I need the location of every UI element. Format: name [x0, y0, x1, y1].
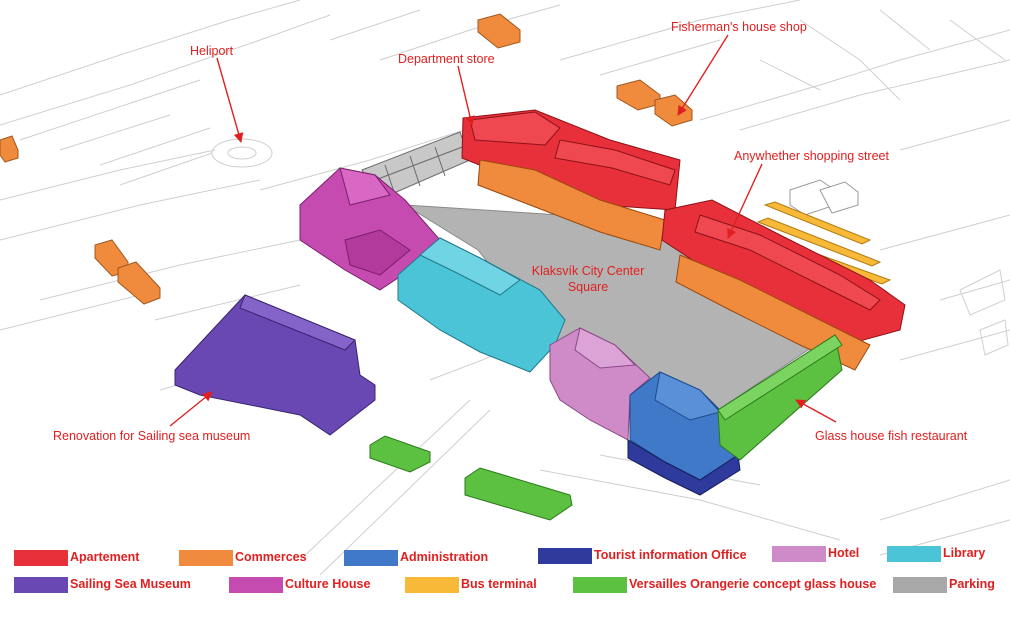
tourist-office	[627, 439, 741, 496]
context-linework	[0, 0, 1010, 576]
hotel	[549, 327, 651, 441]
legend-swatch	[573, 577, 627, 593]
legend-label: Parking	[949, 577, 995, 591]
commerces-east	[675, 254, 871, 371]
heliport-label: Heliport	[190, 44, 234, 58]
shopping-street-label: Anywhether shopping street	[734, 149, 889, 163]
city-center-square-label: Klaksvík City Center Square	[531, 264, 645, 294]
legend-swatch	[893, 577, 947, 593]
context-buildings	[789, 179, 859, 216]
sailing-museum-renovation-label: Renovation for Sailing sea museum	[53, 429, 251, 443]
legend-label: Apartement	[70, 550, 140, 564]
legend-label: Hotel	[828, 546, 860, 560]
small-commerce-buildings	[0, 13, 693, 305]
glass-house-restaurant	[717, 334, 843, 461]
legend-swatch	[344, 550, 398, 566]
legend-label: Bus terminal	[461, 577, 537, 591]
commerces-north	[477, 159, 666, 251]
glass-houses	[369, 435, 573, 521]
apartments-east	[661, 199, 906, 346]
legend-label: Culture House	[285, 577, 371, 591]
legend-swatch	[538, 548, 592, 564]
sailing-sea-museum	[174, 294, 376, 436]
legend-swatch	[887, 546, 941, 562]
leader-lines	[169, 34, 837, 427]
department-store-label: Department store	[398, 52, 495, 66]
legend-swatch	[229, 577, 283, 593]
library	[397, 237, 566, 373]
legend-label: Administration	[400, 550, 489, 564]
fishermans-shop-label: Fisherman's house shop	[671, 20, 807, 34]
legend-label: Versailles Orangerie concept glass house	[629, 577, 877, 591]
legend-label: Sailing Sea Museum	[70, 577, 191, 591]
legend-label: Commerces	[235, 550, 307, 564]
legend-swatch	[405, 577, 459, 593]
legend-swatch	[14, 577, 68, 593]
legend-swatch	[772, 546, 826, 562]
legend-label: Library	[943, 546, 986, 560]
legend-swatch	[14, 550, 68, 566]
apartments-north	[461, 109, 681, 211]
legend-swatch	[179, 550, 233, 566]
fish-restaurant-label: Glass house fish restaurant	[815, 429, 968, 443]
legend-label: Tourist information Office	[594, 548, 747, 562]
